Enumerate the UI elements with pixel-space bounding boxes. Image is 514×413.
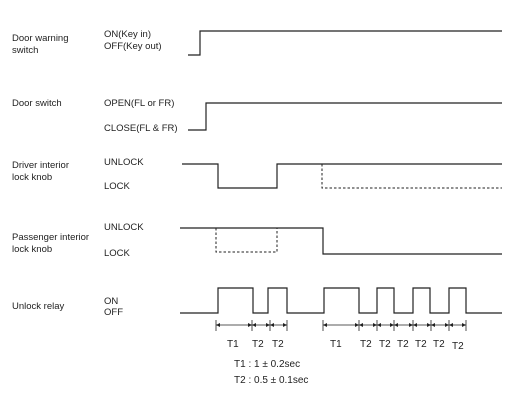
passenger-lock-knob-waveform <box>180 227 502 255</box>
driver-lock-knob-label-line1: Driver interior <box>12 160 69 171</box>
door-switch-open-label: OPEN(FL or FR) <box>104 98 174 109</box>
timing-label-t1-a: T1 <box>227 339 239 350</box>
timing-label-t1-b: T1 <box>330 339 342 350</box>
door-warning-switch-label-line2: switch <box>12 45 38 56</box>
passenger-unlock-label: UNLOCK <box>104 222 144 233</box>
timing-label-t2-b: T2 <box>272 339 284 350</box>
timing-label-t2-d: T2 <box>379 339 391 350</box>
timing-label-t2-g: T2 <box>433 339 445 350</box>
driver-lock-knob-waveform <box>182 163 502 189</box>
driver-lock-knob-dashed <box>321 164 502 189</box>
timing-arrowheads <box>216 323 466 327</box>
timing-label-t2-f: T2 <box>415 339 427 350</box>
door-switch-label: Door switch <box>12 98 62 109</box>
timing-label-t2-a: T2 <box>252 339 264 350</box>
driver-lock-label: LOCK <box>104 181 131 192</box>
door-warning-off-label: OFF(Key out) <box>104 41 162 52</box>
passenger-lock-label: LOCK <box>104 248 131 259</box>
unlock-relay-waveform <box>180 287 502 314</box>
timing-label-t2-e: T2 <box>397 339 409 350</box>
door-switch-waveform <box>188 102 502 131</box>
unlock-relay-off-label: OFF <box>104 307 123 318</box>
t2-legend: T2 : 0.5 ± 0.1sec <box>234 375 308 386</box>
unlock-relay-label: Unlock relay <box>12 301 65 312</box>
passenger-lock-knob-dashed <box>215 228 278 253</box>
door-switch-close-label: CLOSE(FL & FR) <box>104 123 178 134</box>
timing-label-t2-c: T2 <box>360 339 372 350</box>
unlock-relay-on-label: ON <box>104 296 118 307</box>
door-warning-on-label: ON(Key in) <box>104 29 151 40</box>
passenger-lock-knob-label-line1: Passenger interior <box>12 232 89 243</box>
door-warning-switch-waveform <box>188 30 502 56</box>
t1-legend: T1 : 1 ± 0.2sec <box>234 359 300 370</box>
driver-unlock-label: UNLOCK <box>104 157 144 168</box>
door-warning-switch-label-line1: Door warning <box>12 33 69 44</box>
passenger-lock-knob-label-line2: lock knob <box>12 244 52 255</box>
timing-label-t2-h: T2 <box>452 341 464 352</box>
driver-lock-knob-label-line2: lock knob <box>12 172 52 183</box>
